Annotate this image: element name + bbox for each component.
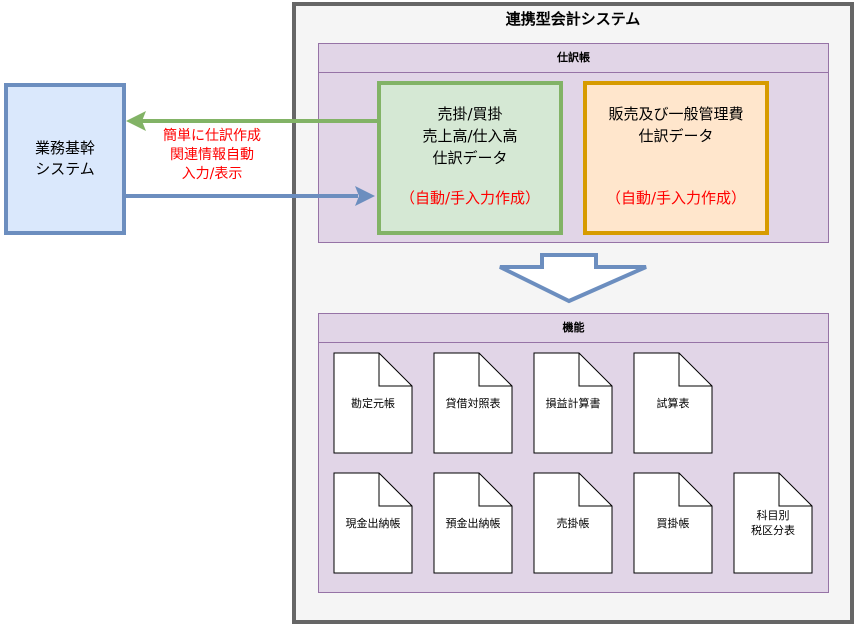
sales-journal-line: 仕訳データ bbox=[432, 149, 508, 167]
document-icon bbox=[733, 472, 813, 574]
integration-label-line: 関連情報自動 bbox=[170, 147, 254, 163]
sales-journal-line: 売掛/買掛 bbox=[437, 105, 503, 123]
legacy-system-line: システム bbox=[35, 160, 95, 178]
document-label: 勘定元帳 bbox=[351, 396, 395, 410]
integration-label-line: 簡単に仕訳作成 bbox=[163, 128, 261, 144]
down-flow-arrow bbox=[499, 253, 647, 304]
document-label: 買掛帳 bbox=[656, 516, 690, 530]
integration-label-line: 入力/表示 bbox=[181, 166, 243, 182]
legacy-system-line: 業務基幹 bbox=[34, 139, 95, 157]
document-icon bbox=[533, 472, 613, 574]
document-label: 貸借対照表 bbox=[445, 396, 501, 410]
document-label: 預金出納帳 bbox=[445, 516, 501, 530]
green-arrow bbox=[126, 111, 377, 131]
document-label: 試算表 bbox=[656, 396, 690, 410]
document-icon bbox=[333, 472, 413, 574]
sales-journal-line: 売上高/仕入高 bbox=[422, 127, 518, 145]
document-deposit-book: 預金出納帳 bbox=[433, 472, 513, 574]
document-payables-ledger: 買掛帳 bbox=[633, 472, 713, 574]
expense-journal-box: 販売及び一般管理費 仕訳データ （自動/手入力作成） bbox=[583, 81, 769, 235]
system-title: 連携型会計システム bbox=[505, 10, 641, 28]
document-balance-sheet: 貸借対照表 bbox=[433, 352, 513, 454]
document-icon bbox=[633, 472, 713, 574]
legacy-business-system: 業務基幹 システム bbox=[4, 83, 126, 235]
expense-journal-note: （自動/手入力作成） bbox=[605, 189, 747, 207]
expense-journal-line: 仕訳データ bbox=[638, 127, 714, 145]
blue-arrow bbox=[126, 186, 375, 206]
document-label: 売掛帳 bbox=[556, 516, 590, 530]
document-tax-category-table: 科目別 税区分表 bbox=[733, 472, 813, 574]
document-icon bbox=[533, 352, 613, 454]
document-icon bbox=[433, 472, 513, 574]
document-general-ledger: 勘定元帳 bbox=[333, 352, 413, 454]
journal-panel-header: 仕訳帳 bbox=[319, 44, 828, 73]
document-cash-book: 現金出納帳 bbox=[333, 472, 413, 574]
sales-journal-box: 売掛/買掛 売上高/仕入高 仕訳データ （自動/手入力作成） bbox=[377, 81, 563, 235]
document-icon bbox=[633, 352, 713, 454]
sales-journal-note: （自動/手入力作成） bbox=[399, 189, 541, 207]
document-receivables-ledger: 売掛帳 bbox=[533, 472, 613, 574]
integration-label: 簡単に仕訳作成 関連情報自動 入力/表示 bbox=[132, 127, 292, 184]
document-trial-balance: 試算表 bbox=[633, 352, 713, 454]
document-label: 現金出納帳 bbox=[345, 516, 401, 530]
document-income-statement: 損益計算書 bbox=[533, 352, 613, 454]
document-label: 科目別 税区分表 bbox=[751, 509, 795, 537]
document-label: 損益計算書 bbox=[545, 396, 601, 410]
document-icon bbox=[433, 352, 513, 454]
expense-journal-line: 販売及び一般管理費 bbox=[608, 105, 744, 123]
functions-panel-header: 機能 bbox=[319, 314, 828, 343]
document-icon bbox=[333, 352, 413, 454]
